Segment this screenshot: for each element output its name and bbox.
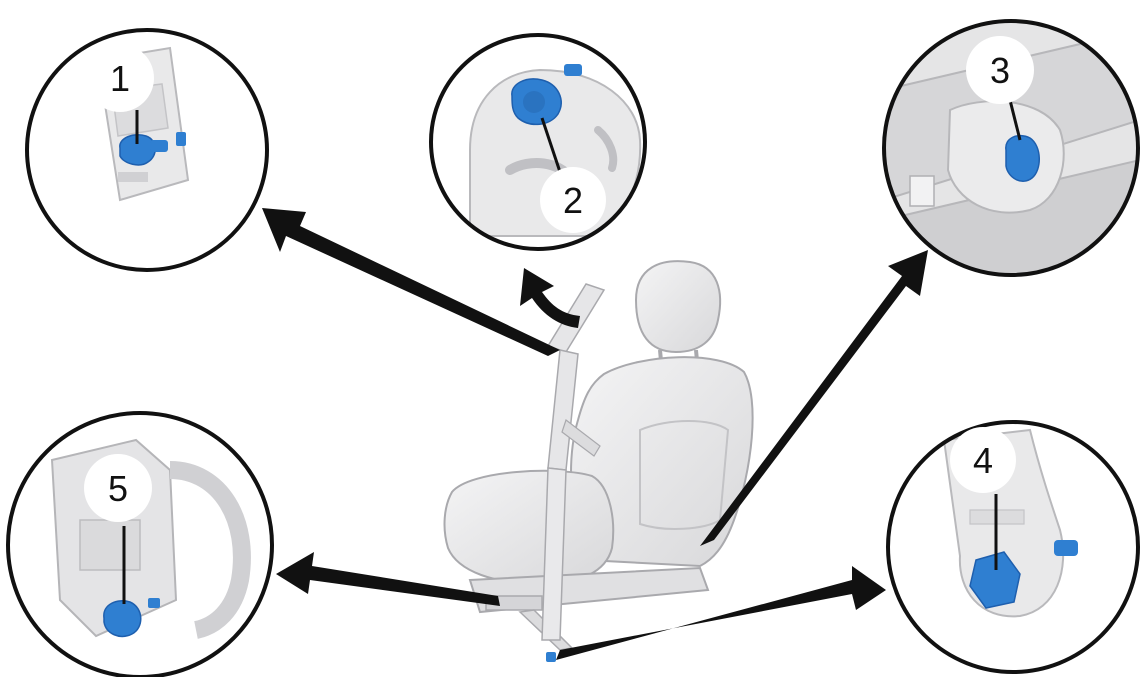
bolt-icon — [119, 132, 186, 166]
seat-cushion — [443, 469, 615, 586]
bolt-icon — [1005, 134, 1040, 182]
bolt-icon — [511, 64, 582, 126]
callout-3: 3 — [882, 19, 1140, 277]
callout-3-number: 3 — [990, 50, 1010, 91]
bolt-icon — [969, 540, 1078, 609]
pointer-arrow-icon — [700, 250, 928, 546]
seat-backrest — [570, 356, 754, 568]
callout-5: 5 — [6, 411, 274, 677]
callout-4-frame — [886, 420, 1140, 674]
callout-4: 4 — [886, 420, 1140, 674]
callout-5-number: 5 — [108, 468, 128, 509]
pointer-arrow-icon — [556, 566, 886, 660]
pointer-arrow-icon — [262, 208, 560, 356]
callout-1-number: 1 — [110, 58, 130, 99]
callout-3-frame — [882, 19, 1140, 277]
callout-1: 1 — [25, 28, 269, 272]
callout-4-number: 4 — [973, 440, 993, 481]
bolt-icon — [103, 598, 160, 638]
pointer-arrows — [262, 208, 928, 660]
pointer-arrow-icon — [520, 268, 580, 328]
callout-2-frame — [429, 33, 647, 251]
pointer-arrow-icon — [276, 552, 500, 606]
seat-headrest — [634, 260, 722, 354]
callout-1-frame — [25, 28, 269, 272]
car-seat-illustration — [443, 260, 754, 662]
callout-2: 2 — [429, 33, 647, 251]
lower-anchor-bolt — [546, 652, 556, 662]
callout-5-frame — [6, 411, 274, 677]
callout-2-number: 2 — [563, 180, 583, 221]
seat-belt — [541, 283, 606, 641]
